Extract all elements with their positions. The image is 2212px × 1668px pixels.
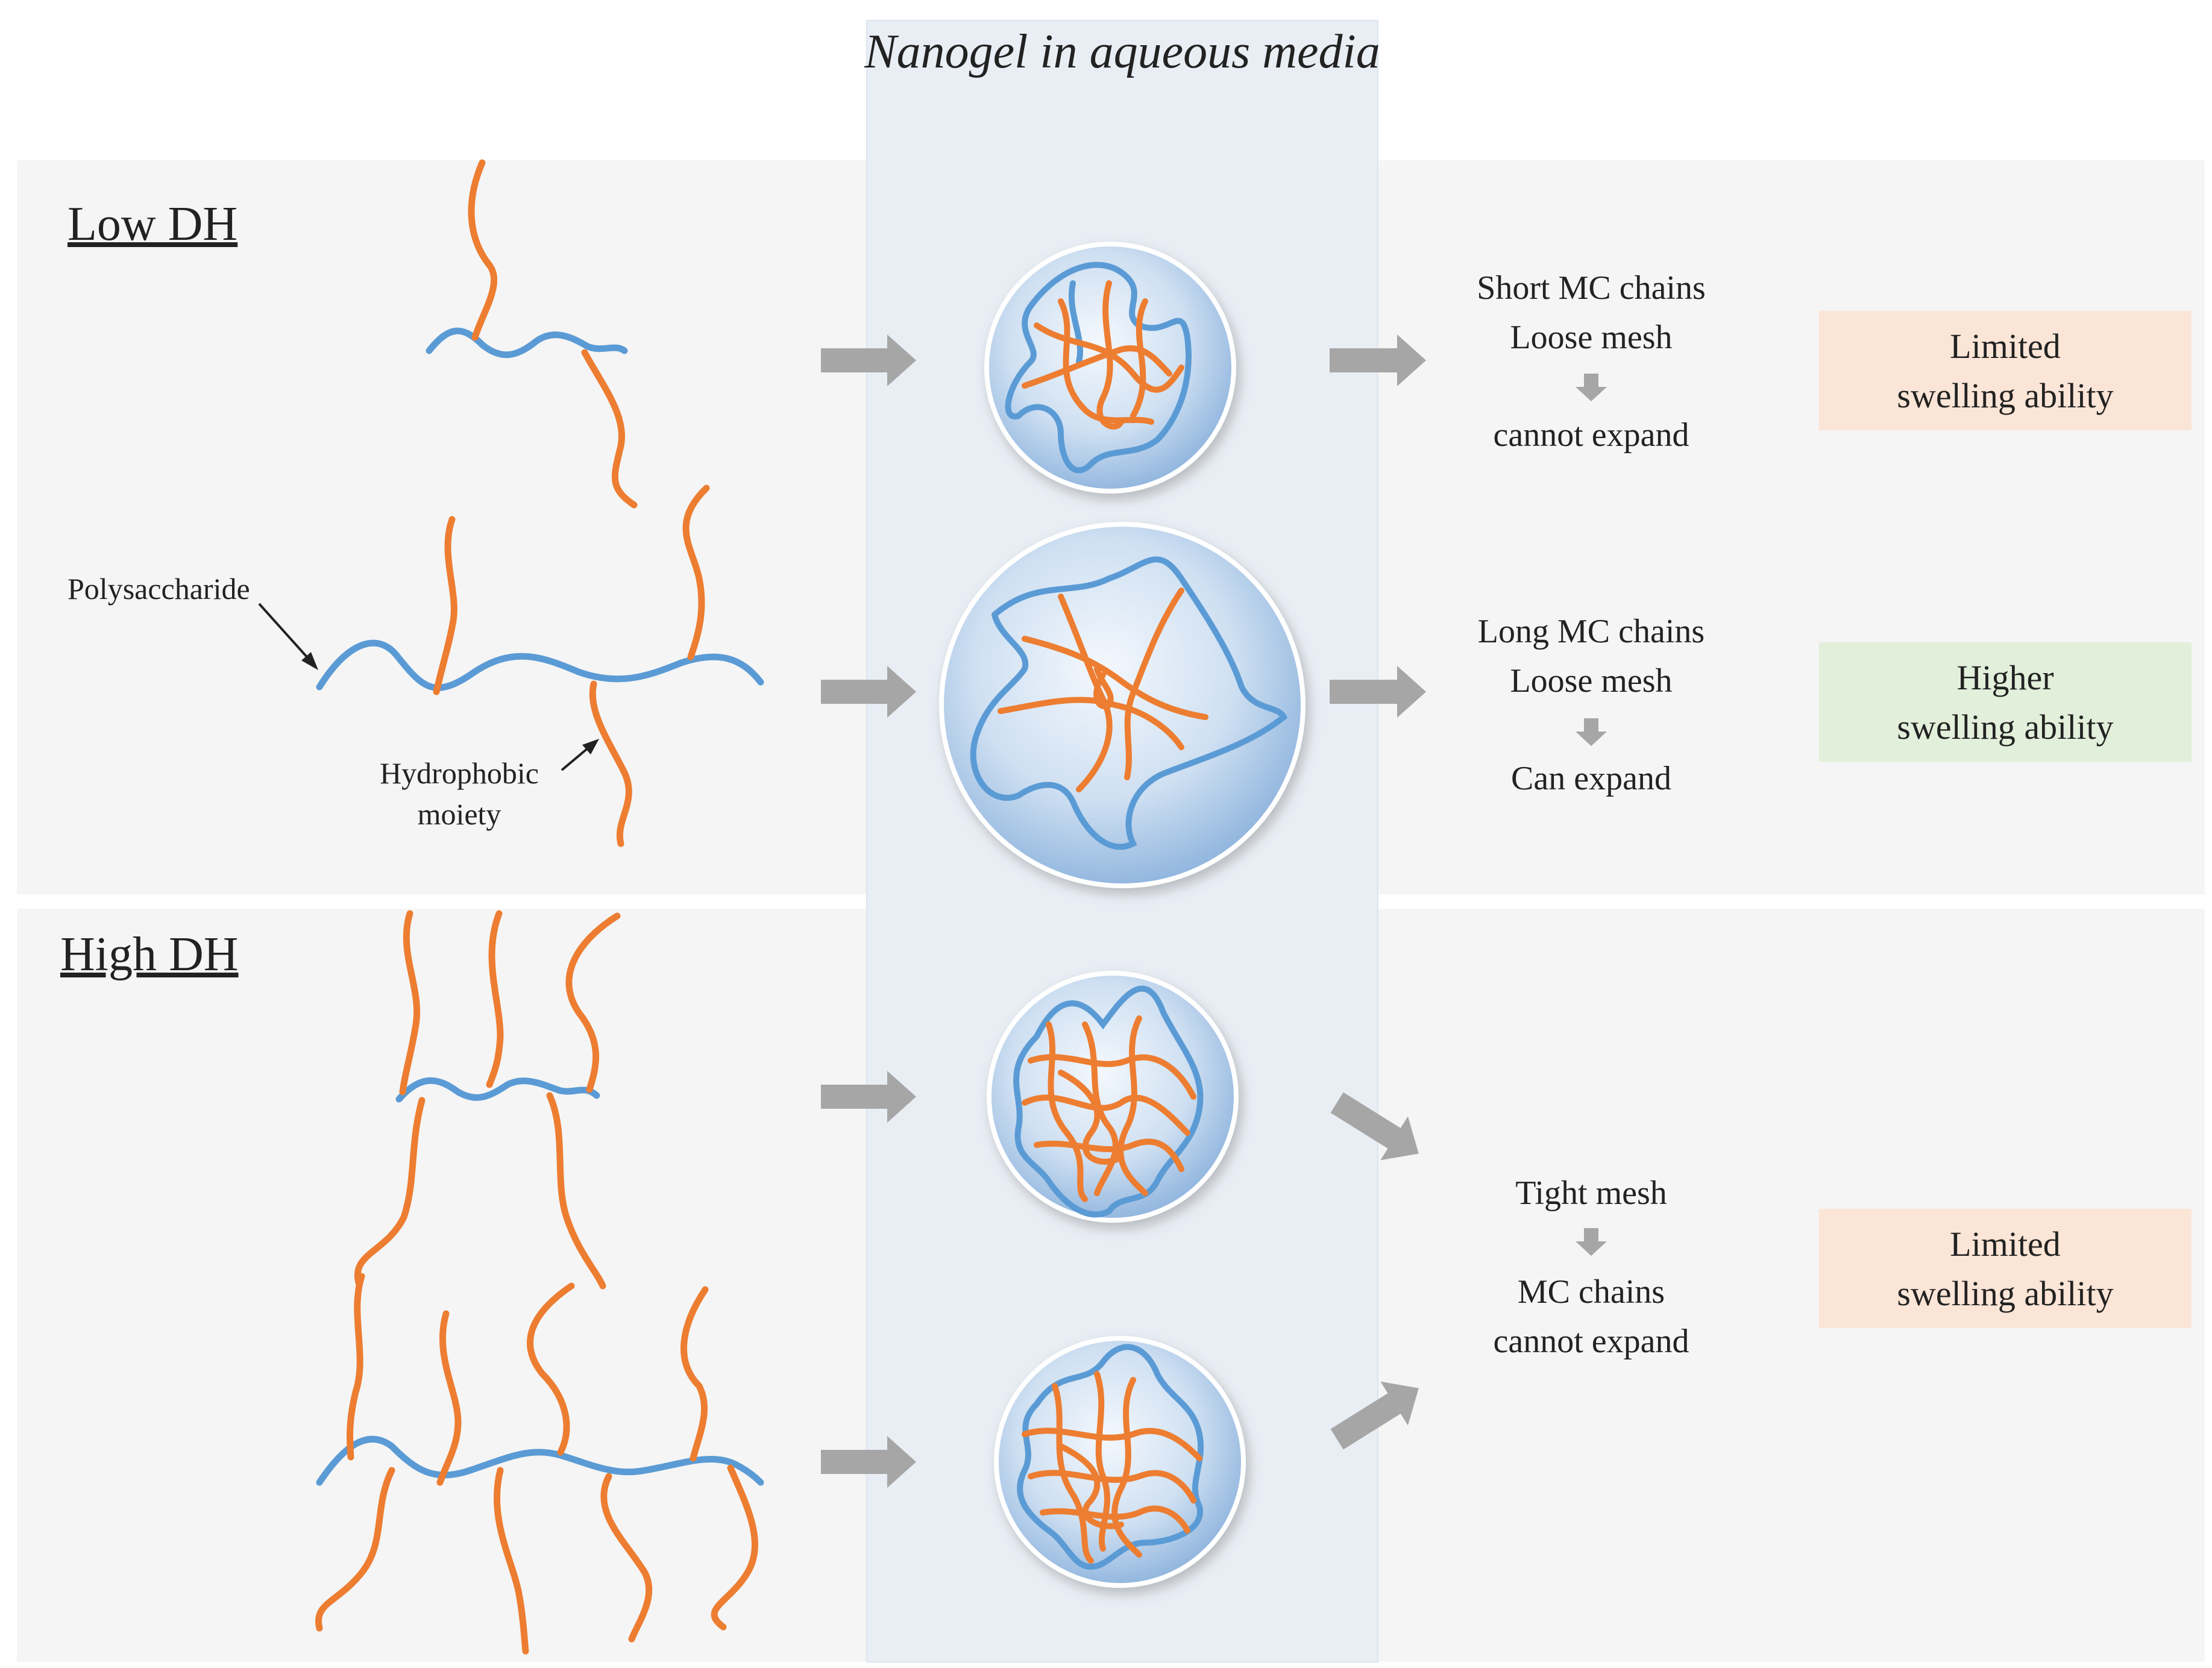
outcome2-line2: swelling ability [1897, 707, 2113, 747]
hydrophobic-chain-3a [399, 910, 421, 1096]
arrows-into-column [821, 334, 916, 1488]
hydrophobic-chain-4b [436, 1310, 462, 1486]
arrow-icon [1330, 666, 1426, 718]
row1-desc-line2: Loose mesh [1510, 319, 1672, 356]
nanogel-sphere-2 [939, 522, 1306, 888]
polysaccharide-chain-2 [316, 639, 764, 691]
outcome3-line2: swelling ability [1897, 1274, 2113, 1313]
hydrophobic-chain-4g [600, 1473, 653, 1643]
polymer-row-4 [315, 1273, 764, 1655]
hydrophobic-pointer [561, 739, 599, 771]
arrow-icon [821, 1436, 916, 1488]
description-row-2: Long MC chains Loose mesh Can expand [1478, 613, 1705, 797]
outcome-box-3: Limited swelling ability [1819, 1209, 2192, 1328]
hydrophobic-chain-2a [433, 516, 457, 695]
polymer-row-1 [426, 159, 638, 509]
hydrophobic-chain-2c [589, 680, 632, 847]
polymer-row-3 [354, 910, 621, 1290]
nanogel-sphere-3 [987, 971, 1239, 1223]
down-arrow-icon [1576, 718, 1607, 746]
arrow-icon [821, 666, 916, 718]
polysaccharide-chain-1 [426, 327, 628, 359]
hydrophobic-label-line1: Hydrophobic [380, 756, 539, 790]
hydrophobic-chain-4d [680, 1286, 709, 1462]
column-title: Nanogel in aqueous media [864, 25, 1380, 78]
hydrophobic-chain-3e [546, 1092, 606, 1290]
description-row-3: Tight mesh MC chains cannot expand [1494, 1174, 1689, 1360]
outcome1-line2: swelling ability [1897, 376, 2113, 415]
hydrophobic-chain-4e [315, 1467, 395, 1632]
polysaccharide-chain-3 [395, 1077, 600, 1103]
hydrophobic-chain-4a [346, 1273, 365, 1461]
row2-desc-line3: Can expand [1511, 760, 1671, 797]
high-dh-title: High DH [60, 928, 239, 981]
hydrophobic-chain-3c [565, 912, 621, 1093]
hydrophobic-chain-4f [493, 1467, 529, 1655]
row1-desc-line3: cannot expand [1494, 416, 1689, 454]
outcome1-line1: Limited [1950, 327, 2061, 366]
arrow-icon [821, 1071, 916, 1123]
polysaccharide-label: Polysaccharide [68, 572, 250, 606]
arrow-icon [1330, 1092, 1419, 1161]
hydrophobic-chain-3d [354, 1097, 426, 1288]
row2-desc-line1: Long MC chains [1478, 613, 1705, 650]
down-arrow-icon [1576, 1228, 1607, 1256]
hydrophobic-chain-2b [682, 484, 710, 660]
nanogel-sphere-1 [984, 242, 1236, 494]
hydrophobic-label-line2: moiety [418, 797, 501, 831]
arrow-icon [1330, 334, 1426, 386]
outcome-box-1: Limited swelling ability [1819, 311, 2192, 430]
arrow-icon [1330, 1381, 1419, 1450]
polymer-row-2 [316, 484, 764, 847]
description-row-1: Short MC chains Loose mesh cannot expand [1477, 269, 1706, 454]
hydrophobic-chain-4h [711, 1464, 758, 1631]
row3-desc-line2: MC chains [1518, 1273, 1665, 1311]
hydrophobic-chain-1b [581, 349, 638, 509]
hydrophobic-chain-1a [468, 159, 498, 341]
polysaccharide-chain-4 [316, 1435, 764, 1486]
row2-desc-line2: Loose mesh [1510, 662, 1672, 700]
nanogel-sphere-4 [994, 1336, 1246, 1588]
down-arrow-icon [1576, 374, 1607, 401]
row1-desc-line1: Short MC chains [1477, 269, 1706, 307]
arrow-icon [821, 334, 916, 386]
row3-desc-line3: cannot expand [1494, 1323, 1689, 1360]
outcome2-line1: Higher [1956, 658, 2053, 697]
outcome3-line1: Limited [1950, 1224, 2061, 1264]
row3-desc-line1: Tight mesh [1515, 1174, 1667, 1212]
outcome-box-2: Higher swelling ability [1819, 642, 2192, 762]
arrows-out-of-column [1330, 334, 1426, 1450]
hydrophobic-chain-3b [486, 910, 504, 1088]
low-dh-title: Low DH [68, 198, 237, 251]
polysaccharide-pointer [258, 603, 318, 670]
hydrophobic-chain-4c [527, 1282, 575, 1456]
